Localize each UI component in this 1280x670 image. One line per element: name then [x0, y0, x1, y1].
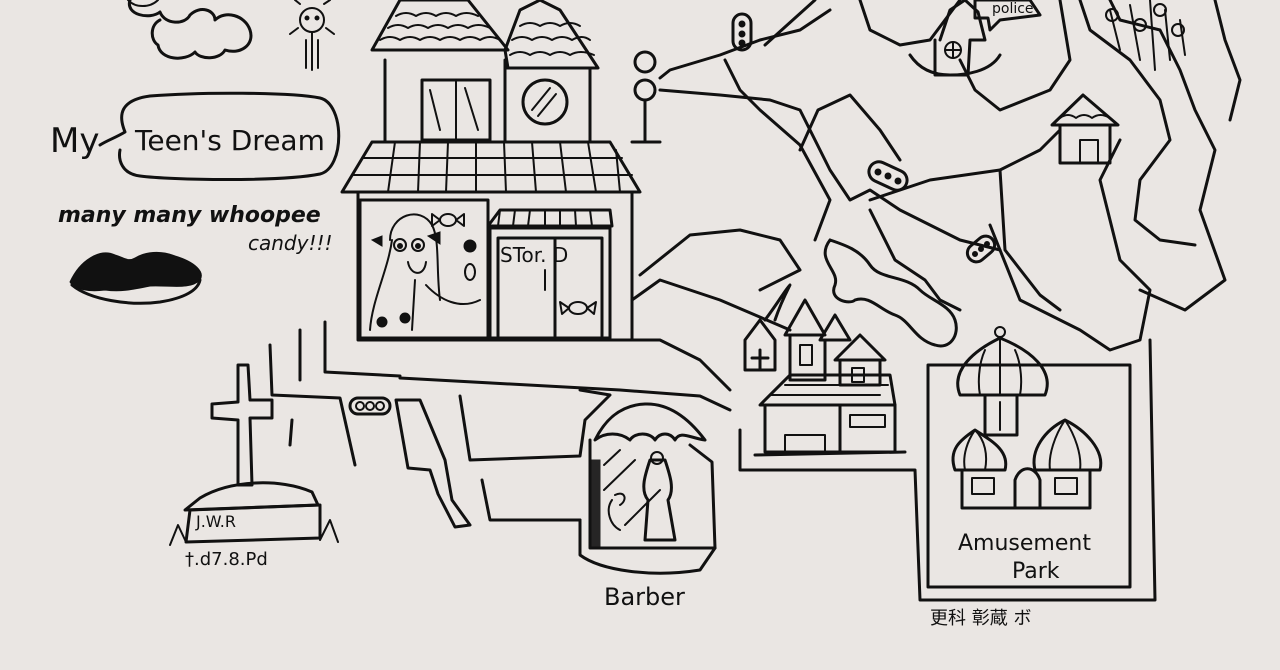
artist-signature: 更科 彰蔵 ボ	[930, 608, 1031, 629]
title-group: My Teen's Dream	[50, 91, 341, 181]
candy-note-line2: candy!!!	[248, 231, 333, 255]
candy-icon	[559, 301, 597, 315]
candy-note-line1: many many whoopee	[58, 203, 321, 228]
candy-icon	[431, 213, 465, 227]
store-sign: STor. D	[500, 243, 568, 267]
traffic-light-icon	[867, 160, 909, 192]
candy-house: STor. D	[340, 0, 642, 342]
church	[743, 283, 907, 457]
police-station: police	[908, 0, 1042, 77]
streets	[268, 0, 1242, 602]
traffic-light-icon	[965, 234, 997, 264]
grave-text-line1: J.W.R	[195, 512, 236, 531]
lips-icon	[69, 251, 202, 305]
traffic-light-icon	[731, 12, 753, 52]
title-boxed: Teen's Dream	[134, 124, 325, 157]
cloud-icon	[127, 0, 253, 60]
amusement-park-label-line2: Park	[1012, 559, 1060, 584]
traffic-light-icon	[630, 50, 662, 144]
amusement-park-label-line1: Amusement	[958, 531, 1091, 556]
barber-label: Barber	[604, 583, 685, 611]
amusement-park: Amusement Park	[926, 326, 1132, 589]
grave-cross-icon: J.W.R †.d7.8.Pd	[169, 363, 339, 570]
traffic-light-icon	[348, 396, 392, 416]
title-prefix: My	[50, 121, 99, 161]
river	[823, 238, 958, 348]
flower-garden-icon	[1105, 0, 1186, 71]
sun-icon	[289, 0, 335, 71]
police-sign: police	[992, 1, 1034, 17]
grave-text-line2: †.d7.8.Pd	[185, 549, 268, 570]
small-house	[1050, 93, 1120, 165]
barber-shop: Barber	[578, 402, 717, 611]
